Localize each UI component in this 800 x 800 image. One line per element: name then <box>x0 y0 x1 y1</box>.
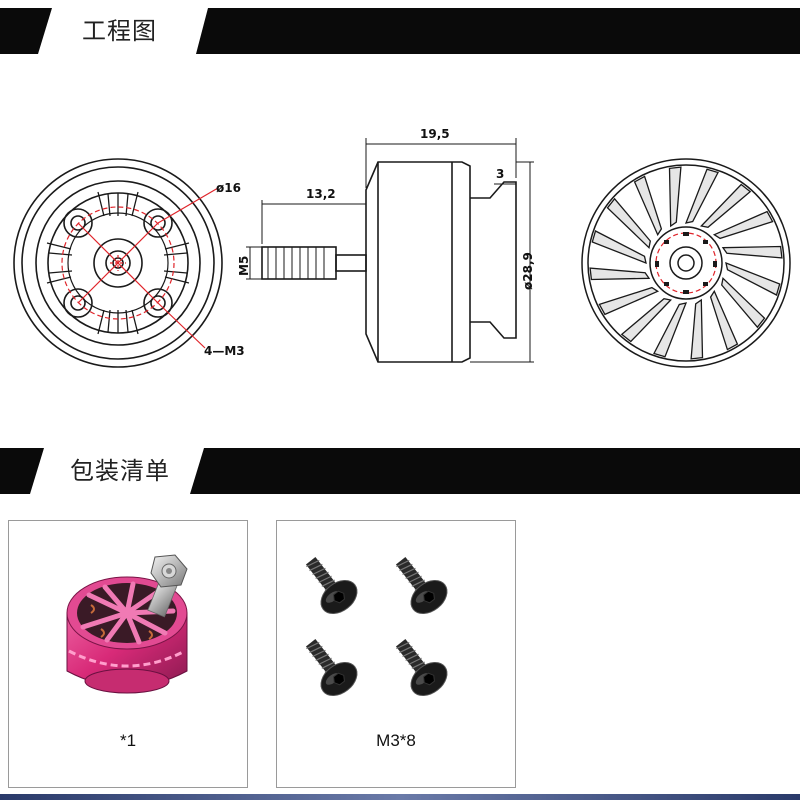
top-view-blade <box>684 168 719 224</box>
top-view-blade <box>700 183 752 228</box>
header-bar-shape <box>0 8 800 54</box>
label-diameter-16: ø16 <box>216 181 241 195</box>
top-view-blade <box>725 261 781 296</box>
top-view-blade <box>668 166 682 228</box>
label-mount-holes: 4—M3 <box>204 344 245 358</box>
label-thread: M5 <box>237 256 251 276</box>
pack-item-screws-label: M3*8 <box>376 731 416 750</box>
top-view-blade <box>690 298 704 360</box>
bottom-view-dimension-lines <box>61 187 219 349</box>
engineering-drawing: ø16 4—M3 19,5 13,2 3 ø28,9 <box>13 127 791 368</box>
top-view-blade <box>712 210 774 240</box>
top-view-blade <box>721 245 783 259</box>
motor-top-view <box>581 158 791 368</box>
top-view-blade <box>633 175 663 237</box>
label-length: 19,5 <box>420 127 450 141</box>
motor-side-view <box>261 161 517 363</box>
section-title-packing: 包装清单 <box>70 457 170 485</box>
header-bar-shape <box>0 448 800 494</box>
top-view-blade <box>598 286 660 316</box>
bottom-strip <box>0 794 800 800</box>
top-view-blades <box>589 166 783 360</box>
top-view-blade <box>721 277 766 329</box>
label-shaft-length: 13,2 <box>306 187 336 201</box>
screw <box>305 557 358 615</box>
screw <box>395 639 448 697</box>
top-view-blade <box>589 267 651 281</box>
pack-item-motor: *1 <box>8 520 248 788</box>
label-base-height: 3 <box>496 167 504 181</box>
top-view-blade <box>709 289 739 351</box>
top-view-blade <box>591 230 647 265</box>
screw <box>395 557 448 615</box>
top-view-blade <box>653 302 688 358</box>
section-header-engineering: 工程图 <box>0 8 800 54</box>
section-title-engineering: 工程图 <box>82 17 157 45</box>
pack-item-screws: M3*8 <box>276 520 516 788</box>
pack-item-motor-label: *1 <box>119 731 137 750</box>
label-diameter: ø28,9 <box>521 252 535 290</box>
motor-bottom-view <box>13 158 223 368</box>
screw <box>305 639 358 697</box>
top-view-blade <box>606 197 651 249</box>
motor-illustration <box>66 554 188 694</box>
side-view-dimension-lines <box>246 138 534 363</box>
screws-illustration <box>305 557 448 697</box>
top-view-blade <box>620 298 672 343</box>
top-view-slots <box>655 232 717 294</box>
section-header-packing: 包装清单 <box>0 448 800 494</box>
